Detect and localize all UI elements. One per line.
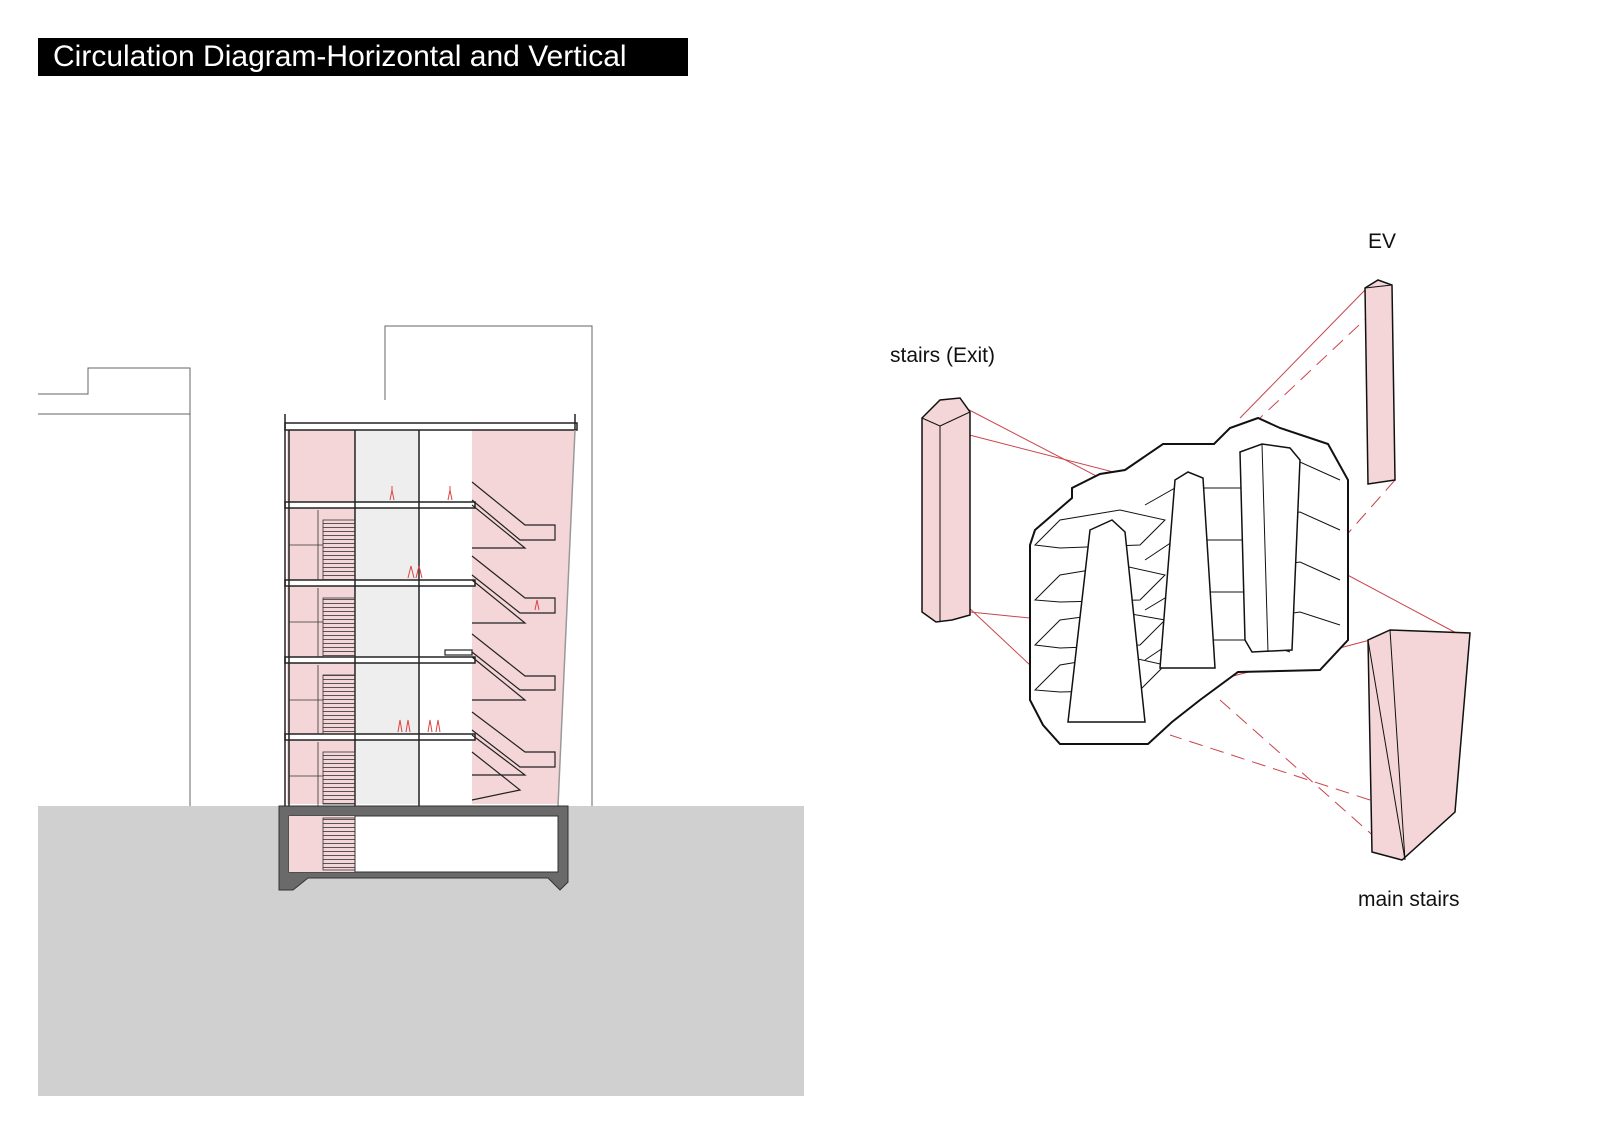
neighbour-building-right bbox=[384, 325, 593, 806]
label-stairs-exit: stairs (Exit) bbox=[890, 344, 995, 367]
label-ev: EV bbox=[1368, 230, 1396, 253]
axonometric-circulation: EV stairs (Exit) main stairs bbox=[890, 230, 1471, 911]
main-stairs-volume bbox=[1367, 629, 1471, 861]
elevator-volume bbox=[1364, 279, 1396, 485]
diagram-title: Circulation Diagram-Horizontal and Verti… bbox=[38, 38, 688, 76]
stairs-exit-volume bbox=[921, 397, 971, 623]
main-stair-flights bbox=[444, 481, 556, 801]
people-figures bbox=[389, 486, 540, 733]
neighbour-building-left bbox=[38, 367, 191, 806]
label-main-stairs: main stairs bbox=[1358, 888, 1460, 911]
building-section bbox=[38, 325, 804, 1096]
basement bbox=[278, 805, 569, 891]
stair-cores bbox=[1067, 443, 1301, 723]
atrium-zone bbox=[356, 428, 419, 804]
